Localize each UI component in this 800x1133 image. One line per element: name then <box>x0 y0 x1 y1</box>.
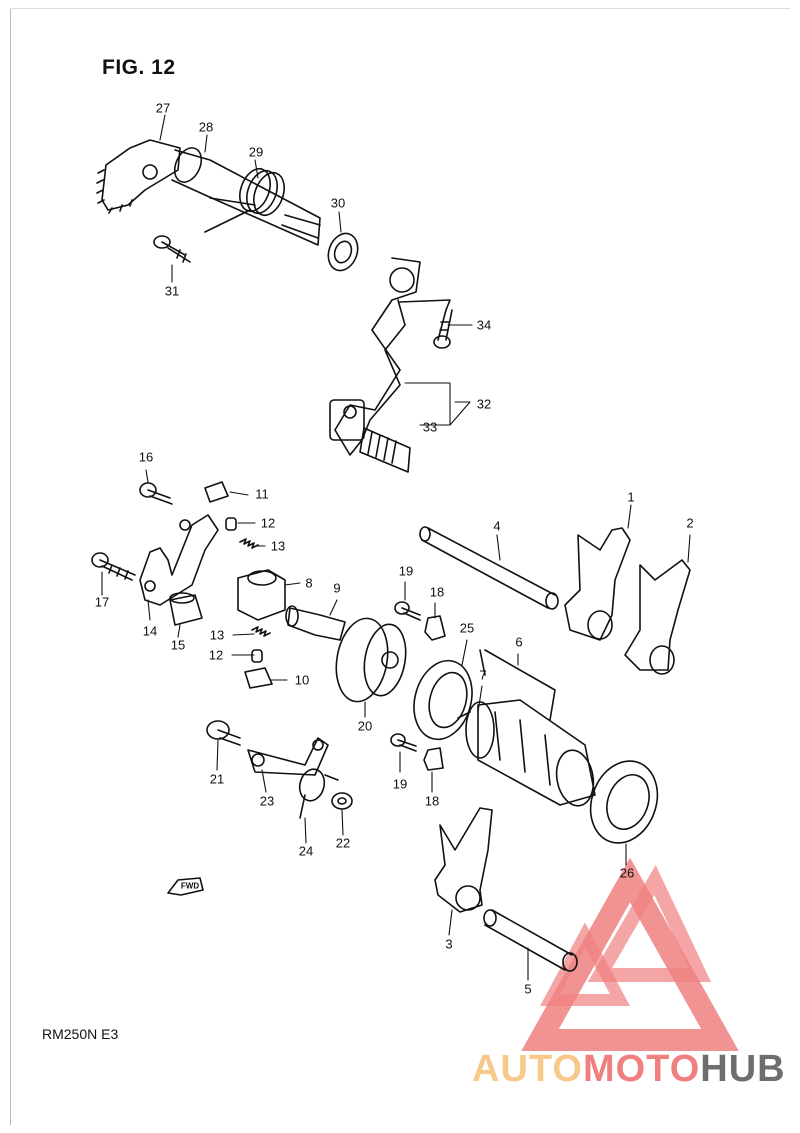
logo-word-auto: AUTO <box>472 1048 583 1090</box>
part-31-bolt <box>153 235 191 263</box>
callout-24: 24 <box>298 843 314 859</box>
callout-28: 28 <box>198 119 214 135</box>
part-15-collar <box>169 592 203 626</box>
callout-26: 26 <box>619 865 635 881</box>
figure-title: FIG. 12 <box>102 56 176 79</box>
part-21-bolt <box>206 720 241 746</box>
part-10-pawl <box>244 667 273 689</box>
callout-33: 33 <box>422 419 438 435</box>
part-20-cam-gear <box>335 617 407 703</box>
callout-12: 12 <box>260 515 276 531</box>
callout-14: 14 <box>142 623 158 639</box>
part-19-screw <box>390 601 421 752</box>
leader-lines <box>101 114 691 981</box>
callout-2: 2 <box>686 515 694 531</box>
logo-word-hub: HUB <box>700 1048 786 1090</box>
part-18-stopper-plate <box>423 615 446 771</box>
callout-32: 32 <box>476 396 492 412</box>
callout-31: 31 <box>164 283 180 299</box>
callout-10: 10 <box>294 672 310 688</box>
part-24-spring <box>298 768 339 819</box>
callout-15: 15 <box>170 637 186 653</box>
part-30-oil-seal <box>327 232 359 272</box>
callout-30: 30 <box>330 195 346 211</box>
scan-border-left <box>10 8 11 1125</box>
logo-word-moto: MOTO <box>582 1048 701 1090</box>
part-26-bearing <box>589 760 659 844</box>
callout-5: 5 <box>524 981 532 997</box>
scan-border-top <box>10 8 790 9</box>
callout-13: 13 <box>270 538 286 554</box>
logo-wordmark: AUTOMOTOHUB <box>472 1048 786 1091</box>
callout-11: 11 <box>255 486 269 502</box>
callout-12: 12 <box>208 647 224 663</box>
part-5-fork-shaft <box>483 909 578 972</box>
callout-16: 16 <box>138 449 154 465</box>
callout-29: 29 <box>248 144 264 160</box>
callout-9: 9 <box>333 580 341 596</box>
callout-13: 13 <box>209 627 225 643</box>
fwd-label: FWD <box>180 881 200 891</box>
part-13-spring <box>239 538 271 637</box>
part-17-bolt <box>91 552 136 581</box>
callout-1: 1 <box>627 489 635 505</box>
part-23-gear-shift-arm <box>247 737 329 776</box>
part-12-pin <box>225 517 263 663</box>
part-34-pedal-bolt <box>399 299 453 349</box>
callout-20: 20 <box>357 718 373 734</box>
callout-19: 19 <box>398 563 414 579</box>
part-3-shift-fork <box>434 807 493 913</box>
callout-7: 7 <box>479 667 487 683</box>
part-9-cam-shaft-bolt <box>285 605 346 641</box>
callout-17: 17 <box>94 594 110 610</box>
callout-21: 21 <box>209 771 225 787</box>
part-33-pedal-rubber <box>359 427 411 473</box>
part-32-gear-shift-pedal <box>329 257 421 456</box>
part-2-shift-fork <box>624 559 691 675</box>
callout-19: 19 <box>392 776 408 792</box>
callout-8: 8 <box>305 575 313 591</box>
part-6-gear-shift-cam <box>465 649 596 807</box>
part-25-bearing <box>413 659 473 741</box>
part-4-fork-shaft <box>419 526 559 610</box>
part-28-shift-shaft <box>171 147 321 246</box>
callout-3: 3 <box>445 936 453 952</box>
part-7-pin <box>457 711 471 719</box>
callout-18: 18 <box>429 584 445 600</box>
callout-6: 6 <box>515 634 523 650</box>
part-8-cam-guide <box>237 569 286 621</box>
callout-34: 34 <box>476 317 492 333</box>
callout-25: 25 <box>459 620 475 636</box>
part-29-return-spring <box>204 167 285 233</box>
callout-22: 22 <box>335 835 351 851</box>
part-27-gear-shift-arm <box>96 139 181 214</box>
part-16-bolt <box>139 482 173 505</box>
callout-4: 4 <box>493 518 501 534</box>
callout-18: 18 <box>424 793 440 809</box>
model-code: RM250N E3 <box>42 1026 119 1042</box>
callout-23: 23 <box>259 793 275 809</box>
part-22-washer <box>331 792 353 810</box>
part-14-gear-shift-stopper <box>139 514 219 606</box>
fwd-arrow-icon <box>167 877 204 896</box>
callout-27: 27 <box>155 100 171 116</box>
part-1-shift-fork <box>564 527 631 641</box>
part-11-pawl <box>204 481 229 503</box>
